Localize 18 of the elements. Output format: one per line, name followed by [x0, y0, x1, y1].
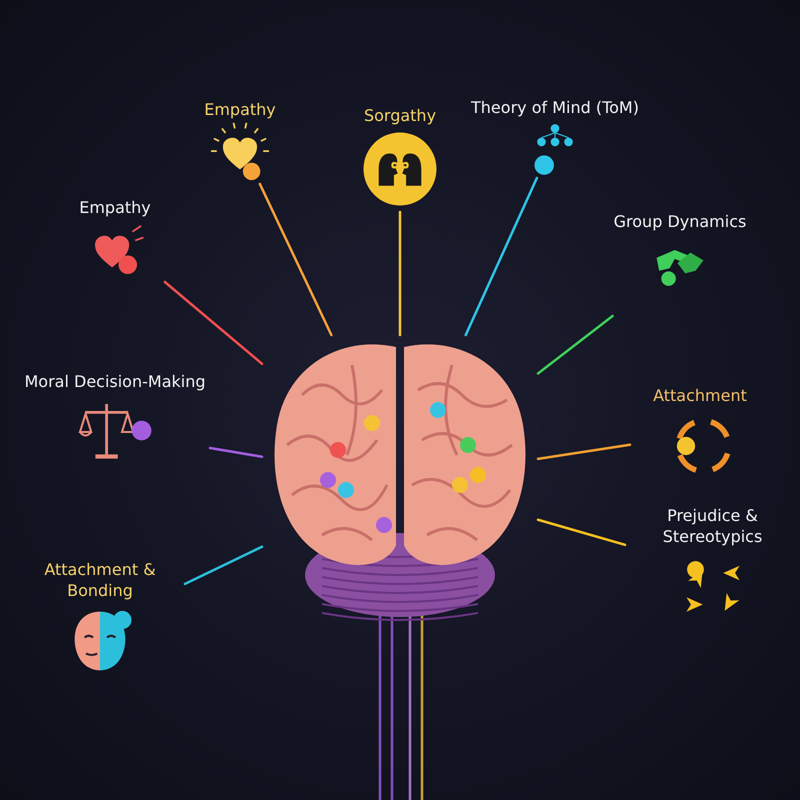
topic-label: Empathy [204, 100, 276, 121]
connector-line [536, 443, 632, 460]
connector-line [184, 545, 264, 586]
connector-line [258, 182, 333, 336]
topic-label: Attachment & Bonding [43, 560, 157, 602]
topic-label: Moral Decision-Making [24, 372, 206, 393]
connector-line [164, 280, 264, 366]
topic-label: Sorgathy [364, 106, 436, 127]
topic-label: Attachment [653, 386, 747, 407]
connector-line [536, 314, 614, 375]
connector-line [464, 176, 538, 336]
connector-line [208, 446, 264, 458]
topic-label: Prejudice & Stereotypics [662, 506, 764, 548]
topic-label: Theory of Mind (ToM) [471, 98, 639, 119]
connector-line [536, 518, 626, 546]
topic-label: Group Dynamics [614, 212, 746, 233]
connector-line [398, 210, 402, 336]
topic-label: Empathy [79, 198, 151, 219]
